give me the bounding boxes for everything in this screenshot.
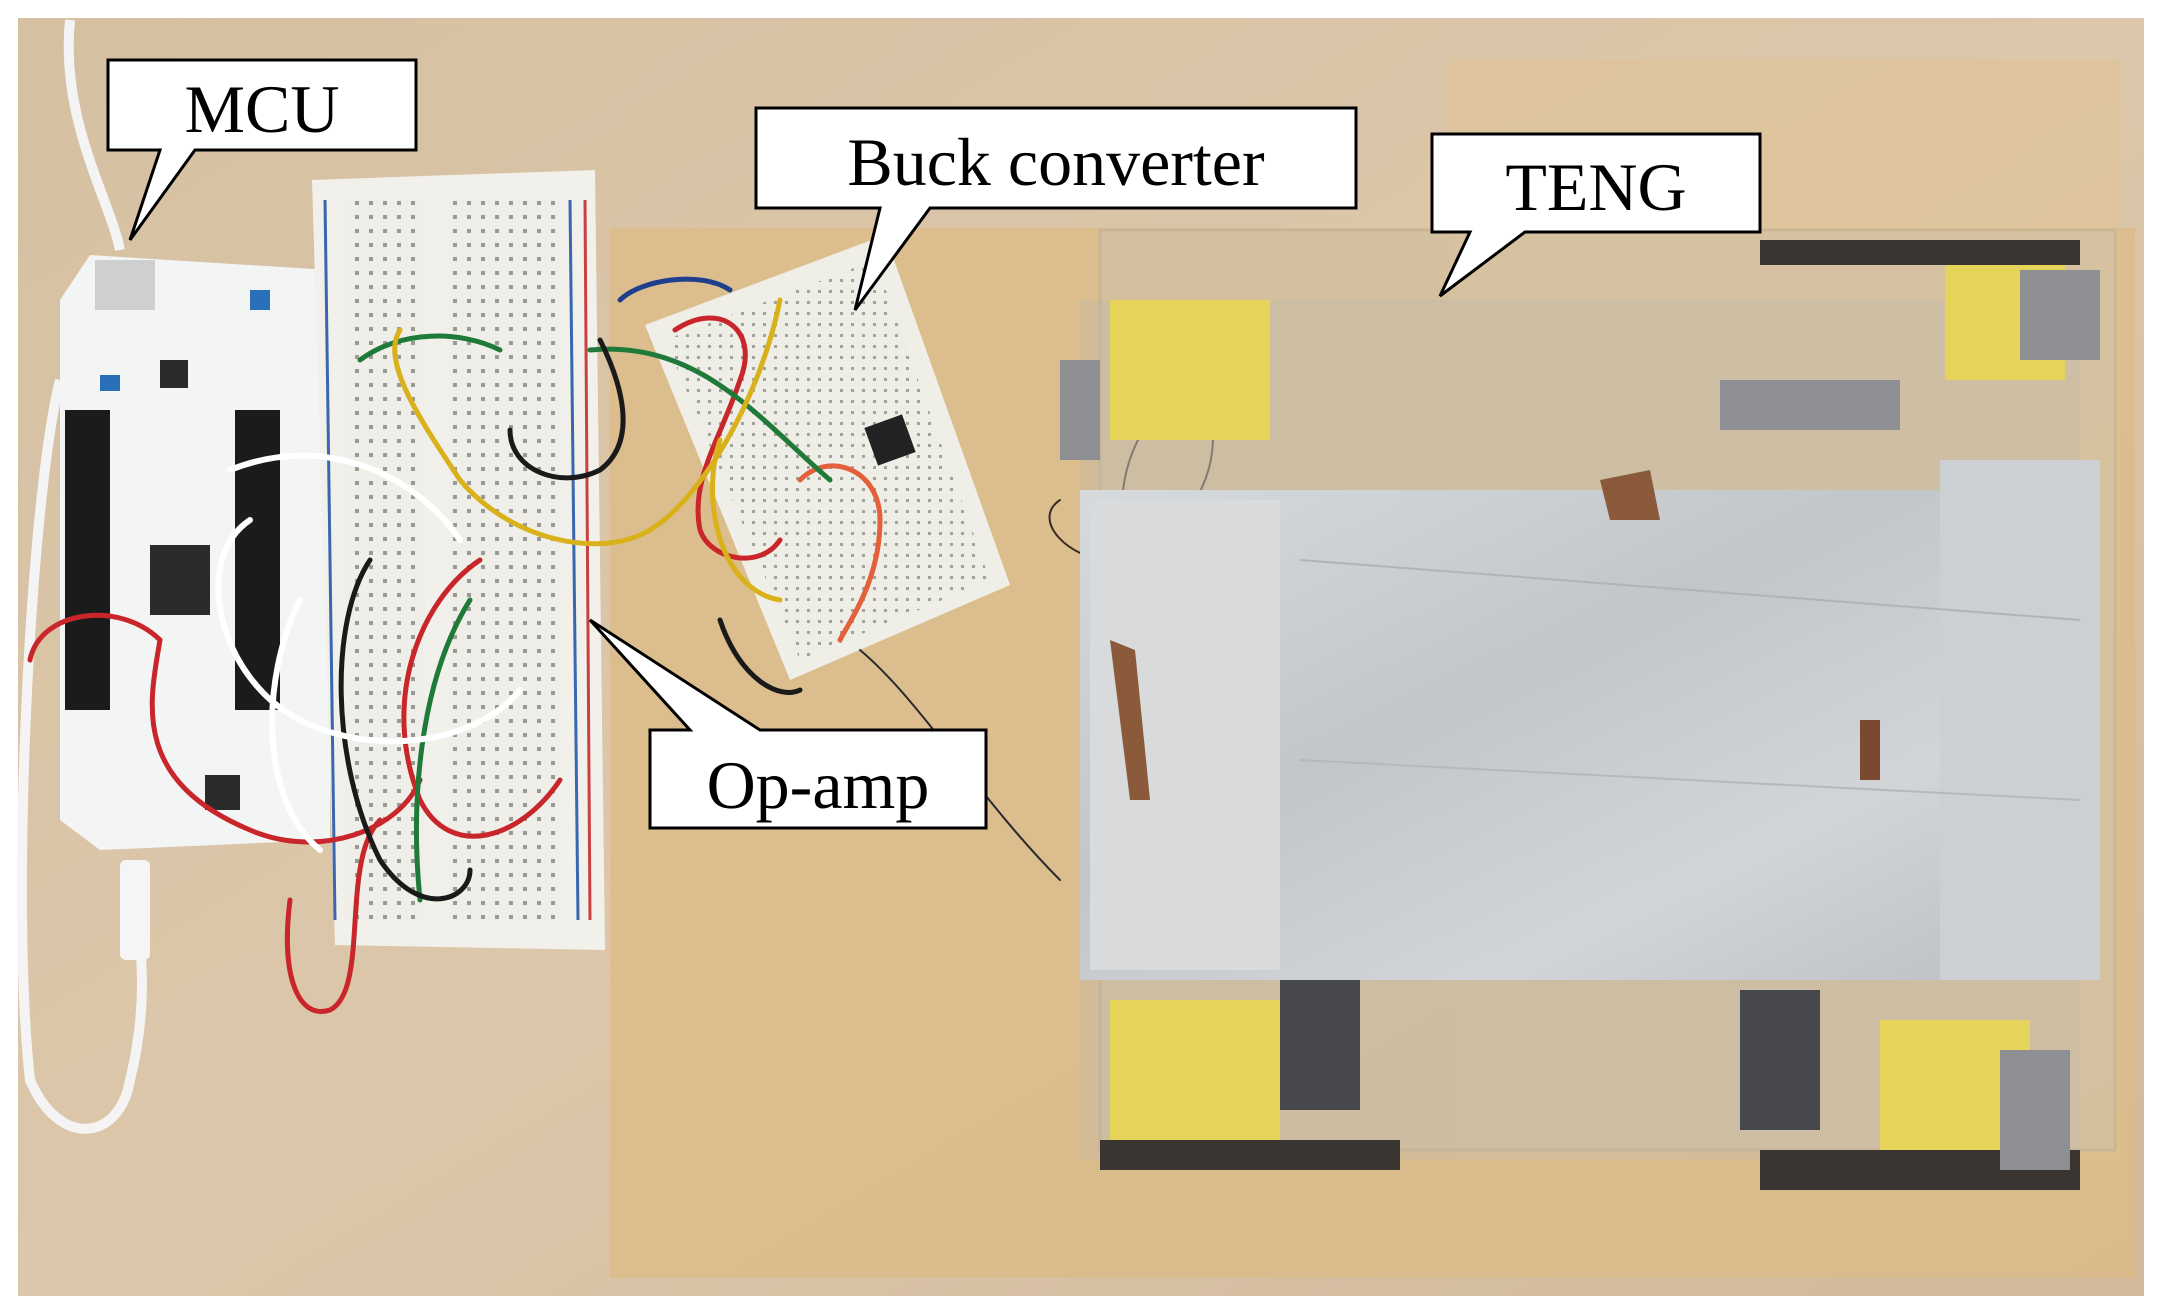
label-buck-converter: Buck converter <box>847 124 1265 200</box>
label-teng: TENG <box>1505 149 1686 225</box>
callout-buck-converter: Buck converter <box>754 106 1358 311</box>
label-op-amp: Op-amp <box>707 747 930 823</box>
mcu-board <box>60 255 330 850</box>
callout-mcu: MCU <box>106 58 418 241</box>
teng-device <box>1060 228 2117 1190</box>
callout-op-amp: Op-amp <box>588 618 988 830</box>
label-mcu: MCU <box>185 71 340 147</box>
usb-cable <box>16 19 147 1134</box>
callout-teng: TENG <box>1430 132 1762 298</box>
wires <box>27 276 1214 1014</box>
